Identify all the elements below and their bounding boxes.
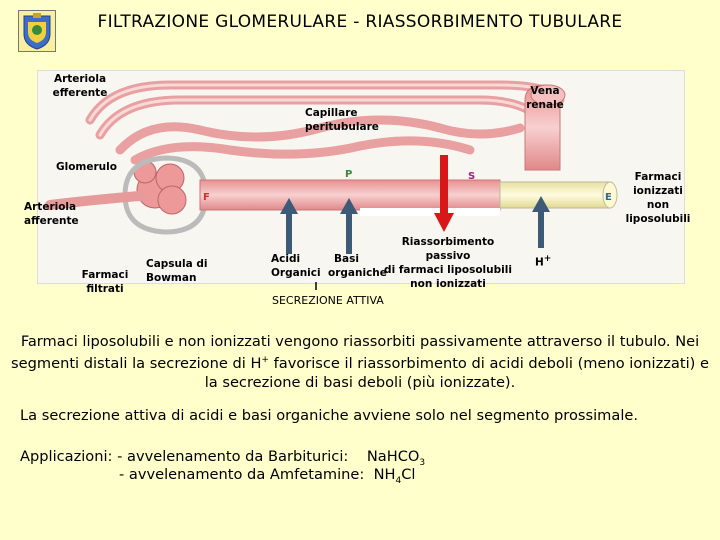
- tubule-yellow: [499, 181, 611, 209]
- paragraph-liposolubili: Farmaci liposolubili e non ionizzati ven…: [11, 333, 709, 391]
- arteriola-afferente: [45, 191, 145, 210]
- label-capillare: Capillare peritubulare: [305, 107, 379, 133]
- label-basi-organiche: Basi organiche: [328, 253, 387, 279]
- applicazioni-line-1: Applicazioni: - avvelenamento da Barbitu…: [20, 448, 426, 468]
- label-h-plus: H+: [535, 254, 552, 269]
- secretion-arrow-h-plus: [532, 196, 550, 248]
- label-riassorbimento: Riassorbimento passivo di farmaci liposo…: [384, 236, 512, 290]
- glomerulus: [133, 160, 187, 215]
- label-farmaci-ionizzati: Farmaci ionizzati non liposolubili: [625, 171, 691, 225]
- segment-f-label: F: [203, 192, 210, 203]
- reabsorption-arrow: [434, 155, 454, 232]
- label-arteriola-afferente: Arteriola afferente: [24, 201, 79, 227]
- label-acidi-organici: Acidi Organici: [271, 253, 321, 279]
- paragraph-secrezione: La secrezione attiva di acidi e basi org…: [20, 407, 639, 424]
- label-vena-renale: Vena renale: [526, 85, 564, 111]
- secretion-arrow-bases: [340, 198, 358, 254]
- secretion-arrow-acids: [280, 198, 298, 254]
- label-glomerulo: Glomerulo: [56, 161, 117, 173]
- segment-s-label: S: [468, 171, 475, 182]
- page-title: FILTRAZIONE GLOMERULARE - RIASSORBIMENTO…: [97, 12, 623, 32]
- segment-p-label: P: [345, 169, 352, 180]
- label-arteriola-efferente: Arteriola efferente: [52, 73, 108, 99]
- segment-e-label: E: [605, 192, 612, 203]
- crest-logo: [18, 10, 56, 52]
- applicazioni-line-2: - avvelenamento da Amfetamine: NH4Cl: [119, 466, 416, 486]
- label-secrezione-attiva: SECREZIONE ATTIVA: [272, 294, 384, 307]
- label-capsula-bowman: Capsula di Bowman: [146, 258, 208, 284]
- nephron-drawing: P F S E: [45, 80, 618, 290]
- label-farmaci-filtrati: Farmaci filtrati: [81, 269, 129, 295]
